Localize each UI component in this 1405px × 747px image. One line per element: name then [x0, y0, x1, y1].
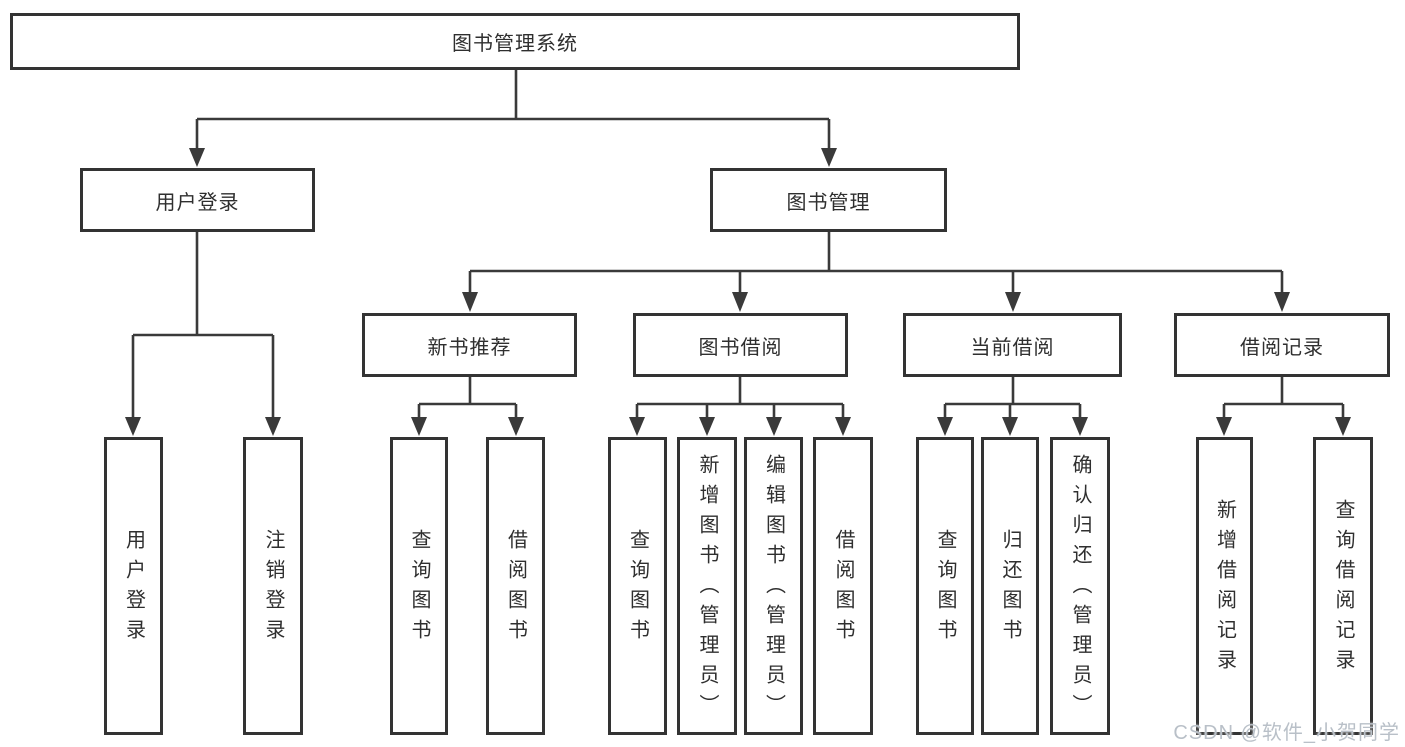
leaf-nbr-borrow-books: 借阅图书 [486, 437, 545, 735]
connector-user-login-group [125, 232, 281, 436]
connector-book-borrow-group [629, 377, 851, 436]
connector-new-book-rec-group [411, 377, 524, 436]
leaf-logout: 注销登录 [243, 437, 303, 735]
leaf-cb-query-books: 查询图书 [916, 437, 974, 735]
connector-book-mgmt-to-level3 [462, 232, 1290, 312]
node-root: 图书管理系统 [10, 13, 1020, 70]
node-new-book-rec: 新书推荐 [362, 313, 577, 377]
leaf-user-login: 用户登录 [104, 437, 163, 735]
leaf-br-query-record: 查询借阅记录 [1313, 437, 1373, 735]
connector-borrow-record-group [1216, 377, 1351, 436]
leaf-bb-query-books: 查询图书 [608, 437, 667, 735]
connector-root-to-level2 [189, 70, 837, 167]
leaf-cb-confirm-return-admin: 确认归还（管理员） [1050, 437, 1110, 735]
node-book-mgmt: 图书管理 [710, 168, 947, 232]
node-current-borrow: 当前借阅 [903, 313, 1122, 377]
connector-current-borrow-group [937, 377, 1088, 436]
node-borrow-record: 借阅记录 [1174, 313, 1390, 377]
csdn-watermark: CSDN @软件_小贺同学 [1173, 722, 1400, 744]
leaf-bb-borrow-books: 借阅图书 [813, 437, 873, 735]
leaf-nbr-query-books: 查询图书 [390, 437, 448, 735]
leaf-br-add-record: 新增借阅记录 [1196, 437, 1253, 735]
node-book-borrow: 图书借阅 [633, 313, 848, 377]
leaf-bb-edit-books-admin: 编辑图书（管理员） [744, 437, 803, 735]
leaf-bb-add-books-admin: 新增图书（管理员） [677, 437, 737, 735]
node-user-login: 用户登录 [80, 168, 315, 232]
leaf-cb-return-books: 归还图书 [981, 437, 1039, 735]
